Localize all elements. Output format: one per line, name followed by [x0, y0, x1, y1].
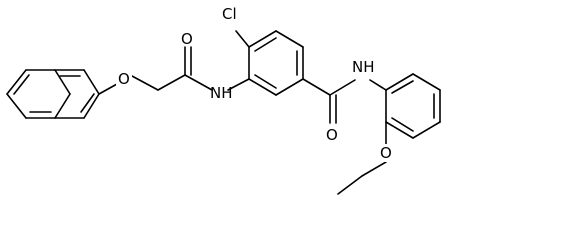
central-benzene-ring: [235, 30, 304, 96]
acetamide-linker: [98, 46, 250, 95]
naphthalene-ring-right: [54, 69, 100, 119]
naphthalene-ring-left: [6, 69, 71, 119]
molecule-canvas: Cl O O NH O NH O: [6, 5, 441, 195]
chlorine-atom-label: Cl: [222, 5, 237, 23]
ethoxyphenyl-ring: [337, 73, 441, 195]
ether-oxygen-ethoxy-label: O: [380, 144, 392, 162]
carbonyl-oxygen-acetamide-label: O: [181, 30, 193, 48]
atom-labels: Cl O O NH O NH O: [116, 5, 394, 162]
benzamide-group: [302, 78, 387, 124]
molecule-structure: Cl O O NH O NH O: [6, 5, 441, 195]
amide-nitrogen-benzamide-label: NH: [352, 58, 375, 76]
amide-nitrogen-acetamide-label: NH: [210, 84, 233, 102]
carbonyl-oxygen-benzamide-label: O: [326, 126, 338, 144]
ether-oxygen-naphthyl-label: O: [118, 70, 130, 88]
